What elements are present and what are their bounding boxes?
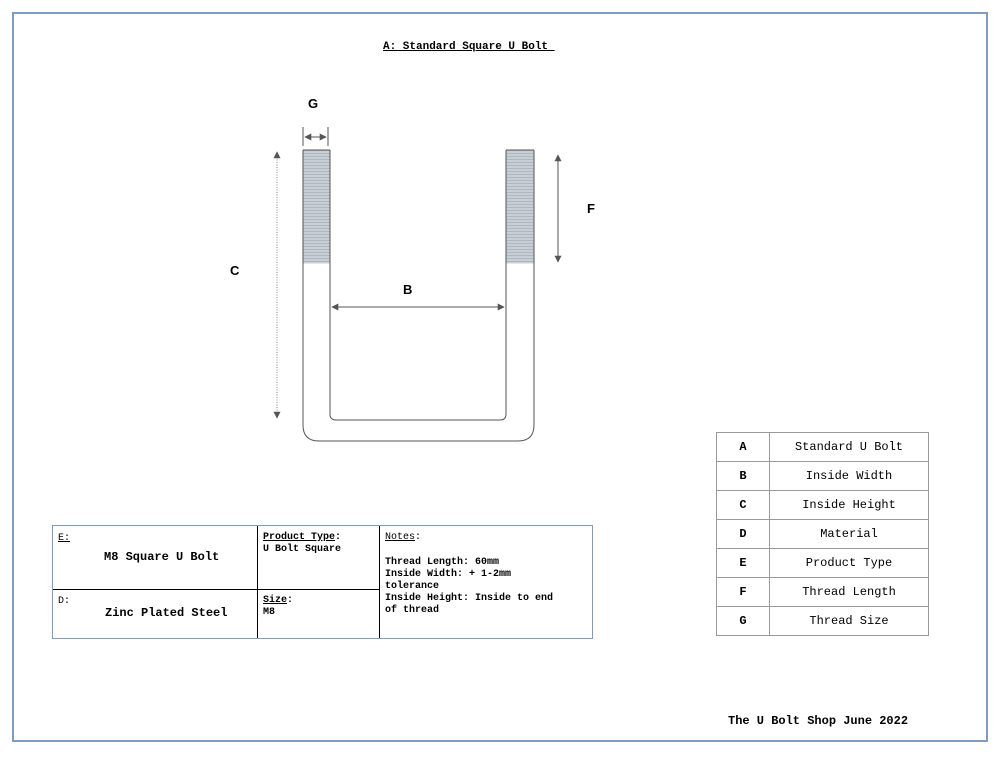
legend-row: G Thread Size <box>716 606 929 636</box>
legend-row: E Product Type <box>716 548 929 578</box>
legend-value: Thread Size <box>769 606 929 636</box>
u-bolt-shape <box>302 149 535 442</box>
page-frame <box>12 12 988 742</box>
legend-row: C Inside Height <box>716 490 929 520</box>
notes-line: Inside Height: Inside to end of thread <box>385 593 554 616</box>
dimension-g <box>302 127 329 146</box>
footer-credit: The U Bolt Shop June 2022 <box>728 714 909 728</box>
legend-key: E <box>716 548 770 578</box>
legend-row: B Inside Width <box>716 461 929 491</box>
legend-value: Material <box>769 519 929 549</box>
size-value: M8 <box>263 607 276 618</box>
size-row: Size: <box>263 595 294 606</box>
legend-row: A Standard U Bolt <box>716 432 929 462</box>
notes-body: Thread Length: 60mm Inside Width: + 1-2m… <box>385 557 565 617</box>
legend-key: G <box>716 606 770 636</box>
info-table: E: M8 Square U Bolt D: Zinc Plated Steel… <box>52 525 593 639</box>
product-type-row: Product Type: <box>263 532 342 543</box>
legend-table: A Standard U Bolt B Inside Width C Insid… <box>716 432 929 636</box>
right-thread <box>506 150 534 264</box>
left-thread <box>303 150 330 264</box>
d-key: D: <box>58 596 71 607</box>
legend-row: D Material <box>716 519 929 549</box>
legend-value: Standard U Bolt <box>769 432 929 462</box>
label-g: G <box>308 96 319 111</box>
notes-label: Notes <box>385 532 416 543</box>
e-key: E: <box>58 533 71 544</box>
d-value: Zinc Plated Steel <box>105 606 228 620</box>
legend-row: F Thread Length <box>716 577 929 607</box>
legend-key: C <box>716 490 770 520</box>
legend-value: Thread Length <box>769 577 929 607</box>
legend-key: A <box>716 432 770 462</box>
label-b: B <box>403 282 413 297</box>
legend-key: D <box>716 519 770 549</box>
legend-value: Inside Height <box>769 490 929 520</box>
notes-line: Inside Width: + 1-2mm tolerance <box>385 569 512 592</box>
size-label: Size <box>263 595 288 606</box>
e-value: M8 Square U Bolt <box>104 550 220 564</box>
notes-row: Notes: <box>385 532 422 543</box>
legend-key: B <box>716 461 770 491</box>
product-type-value: U Bolt Square <box>263 544 342 555</box>
label-c: C <box>230 263 240 278</box>
label-f: F <box>587 201 595 216</box>
legend-value: Product Type <box>769 548 929 578</box>
legend-key: F <box>716 577 770 607</box>
product-type-label: Product Type <box>263 532 336 543</box>
notes-line: Thread Length: 60mm <box>385 557 500 568</box>
legend-value: Inside Width <box>769 461 929 491</box>
page-title: A: Standard Square U Bolt <box>383 41 555 53</box>
